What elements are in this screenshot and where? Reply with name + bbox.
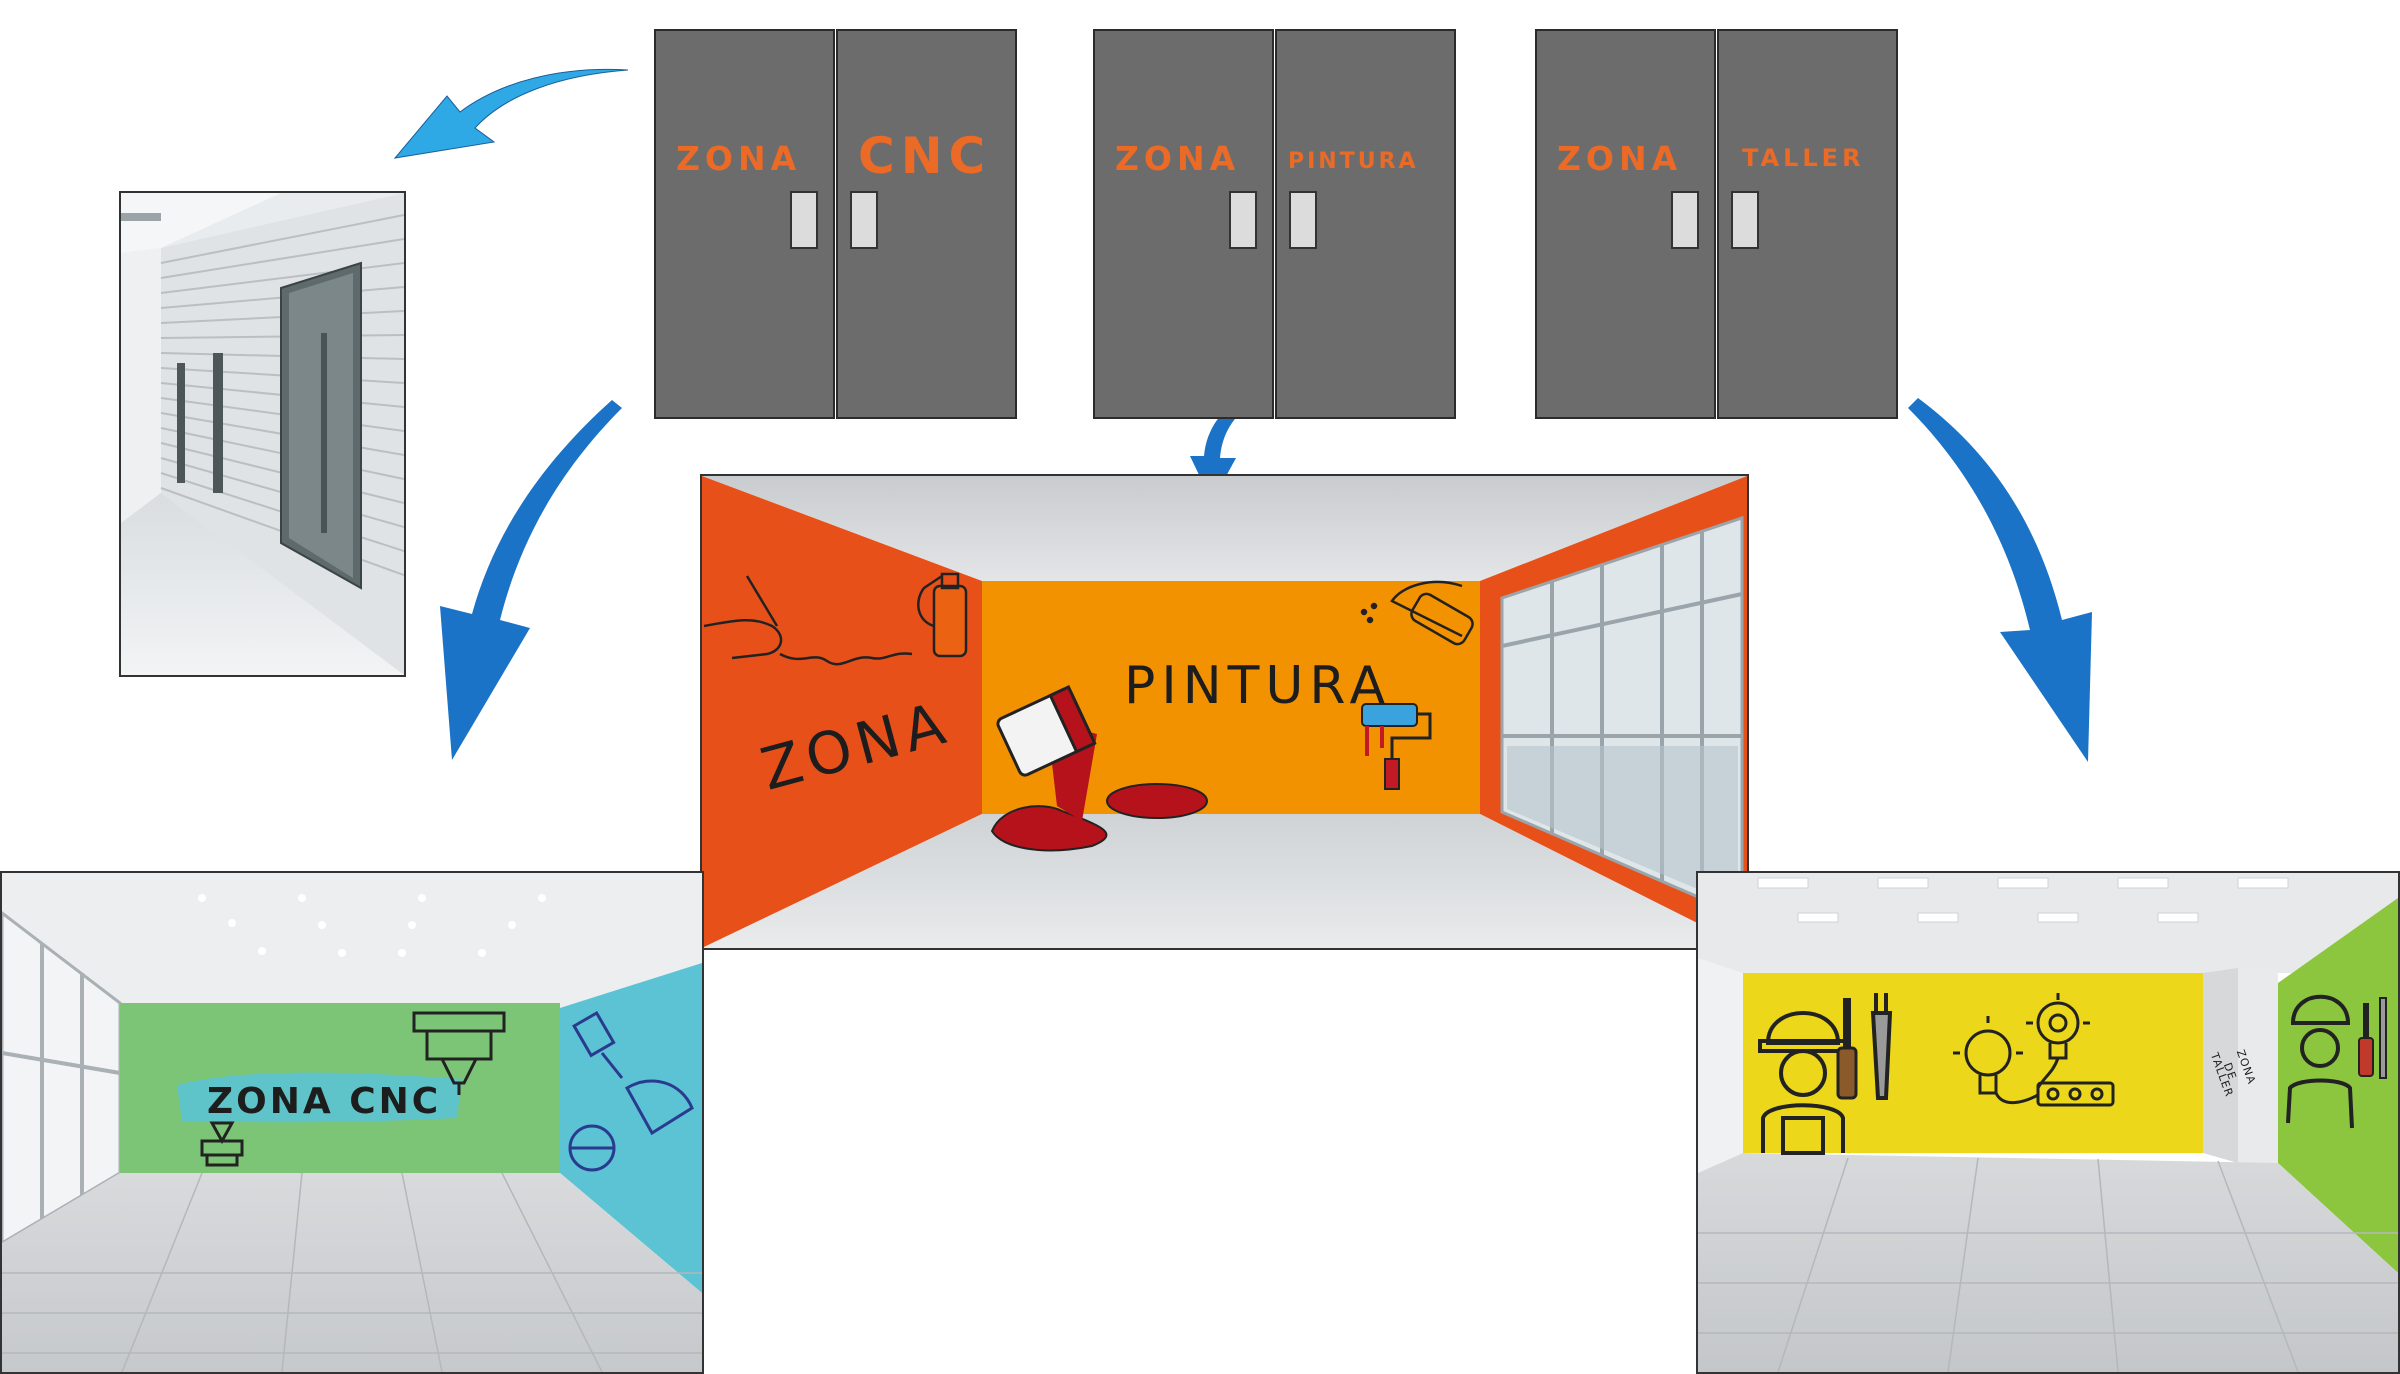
door-handle-right[interactable]	[1289, 191, 1317, 249]
printer-nozzle-icon	[412, 1011, 506, 1095]
room-word-pintura: PINTURA	[1124, 656, 1392, 716]
door-handle-left[interactable]	[790, 191, 818, 249]
door-label-left: ZONA	[1557, 139, 1683, 178]
room-zona-cnc: ZONA CNC	[0, 871, 704, 1374]
door-handle-right[interactable]	[1731, 191, 1759, 249]
screwdriver-side-icon	[2358, 997, 2387, 1079]
room-title-zona-cnc: ZONA CNC	[207, 1081, 442, 1122]
door-handle-right[interactable]	[850, 191, 878, 249]
circular-saw-icon	[568, 1079, 694, 1172]
door-label-left: ZONA	[676, 139, 802, 178]
paint-roller-icon	[1361, 703, 1432, 790]
arrow-to-hallway	[393, 68, 629, 159]
wrench-icon	[1870, 993, 1893, 1100]
spray-hand-icon	[1360, 580, 1474, 646]
door-label-left: ZONA	[1115, 139, 1241, 178]
door-handle-left[interactable]	[1671, 191, 1699, 249]
brain-bulb-icon	[1953, 1016, 2023, 1095]
door-zona-cnc[interactable]: ZONA CNC	[654, 29, 1017, 419]
room-zona-pintura: ZONA PINTURA	[700, 474, 1749, 950]
door-label-right: PINTURA	[1288, 149, 1419, 174]
door-leaf-left[interactable]	[1535, 29, 1716, 419]
door-zona-pintura[interactable]: ZONA PINTURA	[1093, 29, 1456, 419]
printer-base-icon	[200, 1121, 244, 1167]
drill-icon	[572, 1010, 624, 1079]
paint-can-icon	[990, 685, 1208, 852]
door-handle-left[interactable]	[1229, 191, 1257, 249]
room-zona-taller: ZONA DE TALLER	[1696, 871, 2400, 1374]
arrow-to-taller	[1908, 398, 2092, 762]
door-label-right: CNC	[858, 127, 992, 185]
hallway-image	[119, 191, 406, 677]
worker-side-icon	[2286, 994, 2354, 1129]
screwdriver-icon	[1836, 998, 1858, 1100]
door-label-right: TALLER	[1742, 144, 1865, 172]
spray-can-icon	[917, 572, 968, 658]
door-zona-taller[interactable]: ZONA TALLER	[1535, 29, 1898, 419]
hand-brush-icon	[703, 575, 913, 666]
power-strip-icon	[1994, 1057, 2115, 1107]
arrow-to-cnc	[440, 400, 622, 760]
